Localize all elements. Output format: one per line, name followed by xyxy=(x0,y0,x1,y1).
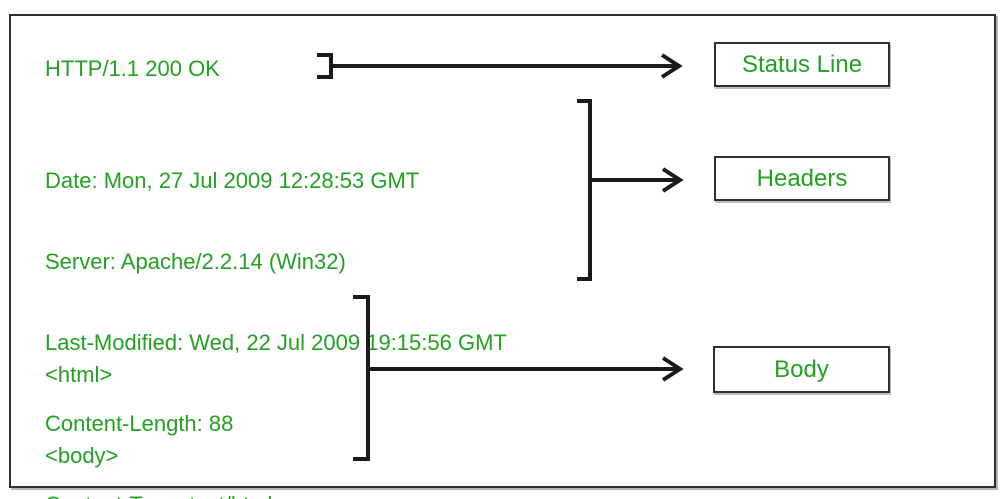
body-block: <html> <body> <h1>Hello, World!</h1> </b… xyxy=(45,307,277,499)
body-line-html-open: <html> xyxy=(45,362,113,387)
status-line-value: HTTP/1.1 200 OK xyxy=(45,56,220,81)
header-line-content-length: Content-Length: 88 xyxy=(45,411,234,436)
body-line-body-open: <body> xyxy=(45,443,119,468)
header-line-last-modified: Last-Modified: Wed, 22 Jul 2009 19:15:56… xyxy=(45,330,507,355)
headers-block: Date: Mon, 27 Jul 2009 12:28:53 GMT Serv… xyxy=(45,113,507,499)
body-label-box: Body xyxy=(713,346,890,393)
headers-label-box: Headers xyxy=(714,156,890,201)
header-line-date: Date: Mon, 27 Jul 2009 12:28:53 GMT xyxy=(45,168,420,193)
status-line-label-box: Status Line xyxy=(714,42,890,87)
header-line-content-type: Content-Type: text/html xyxy=(45,491,507,499)
diagram-frame xyxy=(9,14,996,488)
header-line-server: Server: Apache/2.2.14 (Win32) xyxy=(45,249,346,274)
